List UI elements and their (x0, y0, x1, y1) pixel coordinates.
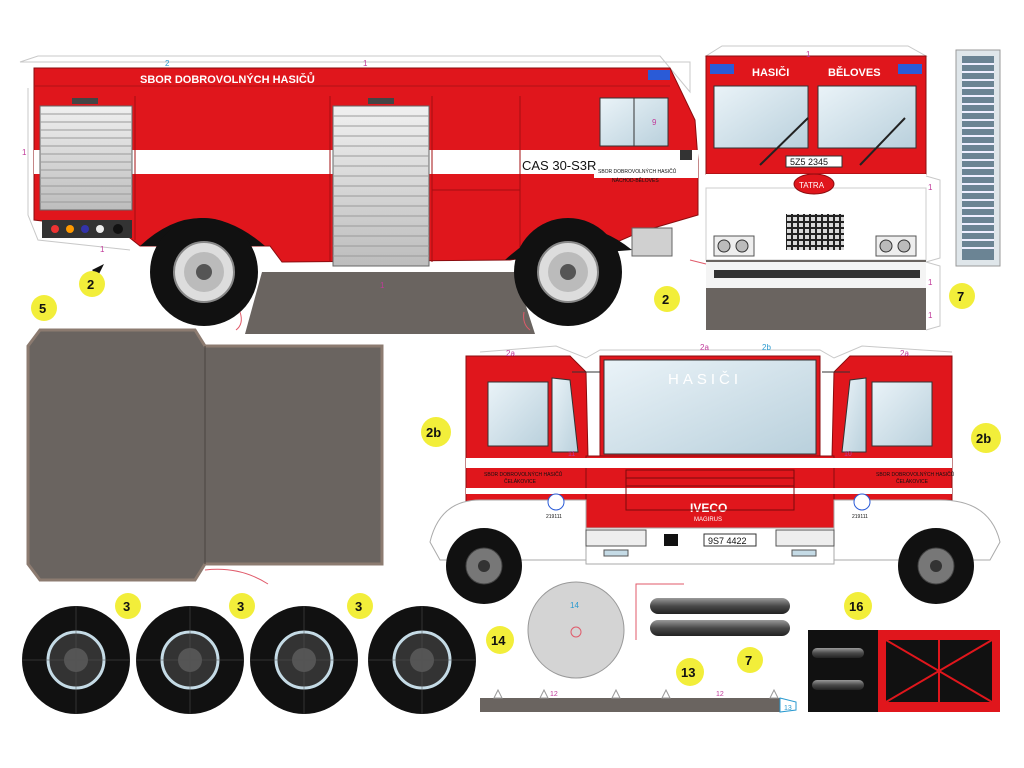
svg-text:7: 7 (957, 289, 964, 304)
iveco-sub-brand: MAGIRUS (694, 517, 722, 523)
callout-2-side: 2 (79, 264, 105, 297)
iveco-left-door-line1: SBOR DOBROVOLNÝCH HASIČŮ (484, 471, 563, 478)
svg-text:7: 7 (745, 653, 752, 668)
tatra-front-wheel (514, 218, 622, 326)
part-16-box (808, 630, 1000, 712)
wheel-part-3 (250, 606, 358, 714)
callout-5: 5 (31, 295, 57, 321)
iveco-model: EuroFire (750, 487, 781, 496)
callout-16: 16 (844, 592, 872, 620)
iveco-left-wheel (446, 528, 522, 604)
wheel-parts (22, 606, 476, 714)
tatra-mark-1-left: 1 (22, 148, 27, 157)
tatra-front-grille (786, 214, 844, 250)
iveco-right-wheel (898, 528, 974, 604)
callout-14: 14 (486, 626, 514, 654)
strip-mark-12b: 12 (716, 691, 724, 698)
svg-text:2: 2 (87, 277, 94, 292)
iveco-mark-2a-right: 2a (900, 349, 909, 358)
tatra-mark-9: 9 (652, 118, 657, 127)
disc-part-14: 14 (527, 581, 625, 679)
tatra-front-mark-side-b: 1 (928, 278, 933, 287)
iveco-right-door-line2: ČELÁKOVICE (896, 478, 929, 485)
tatra-mark-2: 2 (165, 59, 170, 68)
svg-text:2: 2 (662, 292, 669, 307)
iveco-left-window (487, 381, 549, 447)
grille-strip-part (955, 49, 1001, 267)
iveco-windshield-text: HASIČI (668, 371, 742, 388)
callout-3-b: 3 (229, 593, 255, 619)
iveco-cab-part: HASIČI IVECO MAGIRUS EuroFire SBOR DOBRO… (429, 343, 1001, 604)
tatra-front-mark-side-a: 1 (928, 183, 933, 192)
tatra-front-windshield-right (817, 85, 917, 149)
wheel-part-1 (22, 606, 130, 714)
callout-3-c: 3 (347, 593, 373, 619)
left-shutter (39, 98, 133, 211)
svg-text:14: 14 (491, 633, 506, 648)
callout-2-front: 2 (654, 286, 680, 312)
iveco-mark-2a-left: 2a (506, 349, 515, 358)
tatra-front-mark-bottom: 1 (928, 311, 933, 320)
callout-2b-left: 2b (421, 417, 451, 447)
strip-mark-12a: 12 (550, 691, 558, 698)
exhaust-pipes-part (635, 583, 790, 640)
iveco-mark-11: 11 (568, 451, 575, 458)
wheel-part-2 (136, 606, 244, 714)
iveco-mark-2a-center: 2a (700, 343, 709, 352)
tatra-rear-wheel (150, 218, 258, 326)
wheel-part-4 (368, 606, 476, 714)
tatra-side-model: CAS 30-S3R (522, 158, 596, 173)
svg-text:3: 3 (355, 599, 362, 614)
disc-mark-14: 14 (570, 601, 579, 610)
iveco-brand: IVECO (690, 501, 727, 515)
svg-text:3: 3 (123, 599, 130, 614)
rear-lamps (42, 220, 132, 238)
callouts: 2 2 5 7 2b 2b 3 3 (31, 264, 1001, 686)
tatra-mark-1-bottom: 1 (100, 245, 105, 254)
strip-mark-13: 13 (784, 705, 792, 712)
tatra-logo: TATRA (799, 181, 825, 190)
iveco-right-window (871, 381, 933, 447)
middle-shutter (332, 98, 430, 267)
iveco-plate: 9S7 4422 (708, 536, 747, 546)
svg-text:5: 5 (39, 301, 46, 316)
tatra-base-strip (245, 272, 535, 334)
iveco-right-unit: 219111 (852, 514, 868, 520)
svg-text:3: 3 (237, 599, 244, 614)
iveco-mark-10: 10 (844, 451, 852, 458)
tatra-side-brand: SBOR DOBROVOLNÝCH HASIČŮ (140, 72, 315, 86)
iveco-left-door-line2: ČELÁKOVICE (504, 478, 537, 485)
callout-2b-right: 2b (971, 423, 1001, 453)
strip-part-13: 12 12 13 (480, 688, 797, 713)
tatra-mark-1: 1 (363, 59, 368, 68)
callout-7-grille: 7 (949, 283, 975, 309)
iveco-mark-2b-center: 2b (762, 343, 771, 352)
callout-7-exhaust: 7 (737, 647, 763, 673)
iveco-left-unit: 219111 (546, 514, 562, 520)
callout-3-a: 3 (115, 593, 141, 619)
tatra-door-line1: SBOR DOBROVOLNÝCH HASIČŮ (598, 168, 677, 175)
base-plate-part (26, 328, 384, 585)
callout-13: 13 (676, 658, 704, 686)
svg-text:2b: 2b (426, 425, 441, 440)
tatra-front-mark-top: 1 (806, 50, 811, 59)
iveco-windshield (603, 359, 817, 455)
tatra-front-plate: 5Z5 2345 (790, 157, 828, 167)
tatra-side-view: SBOR DOBROVOLNÝCH HASIČŮ (19, 55, 699, 334)
iveco-right-door-line1: SBOR DOBROVOLNÝCH HASIČŮ (876, 471, 955, 478)
tatra-front-windshield-left (713, 85, 809, 149)
tatra-front-hasici: HASIČI (752, 66, 789, 79)
tatra-front-beloves: BĚLOVES (828, 66, 881, 79)
svg-text:13: 13 (681, 665, 695, 680)
tatra-front-view: HASIČI BĚLOVES 5Z5 2345 TATRA 1 1 1 1 (689, 45, 941, 331)
svg-text:2b: 2b (976, 431, 991, 446)
tatra-door-line2: NÁCHOD-BĚLOVES (612, 176, 659, 184)
tatra-mark-1-base: 1 (380, 281, 385, 290)
tatra-side-beacon (648, 70, 670, 80)
svg-text:16: 16 (849, 599, 863, 614)
